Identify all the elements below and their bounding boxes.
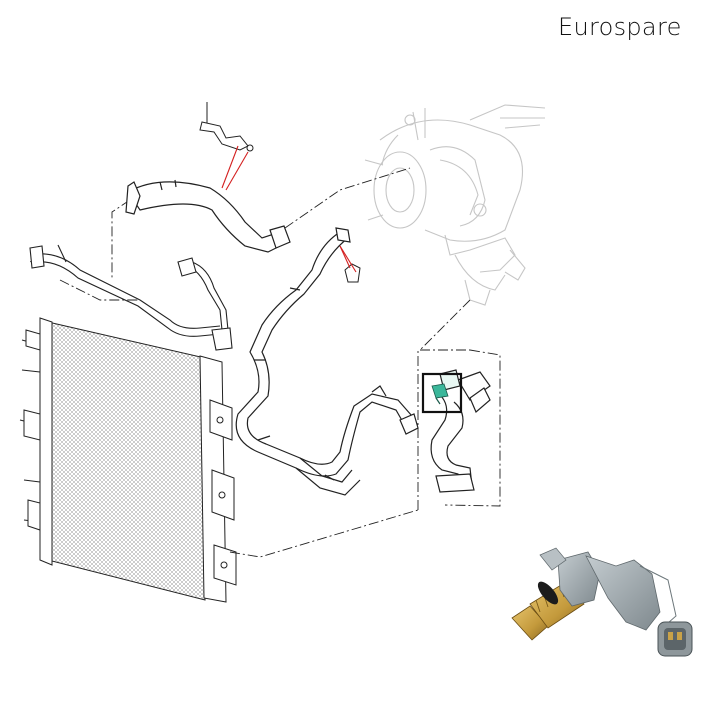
engine-block [364,104,546,306]
coolant-temperature-sensor [511,547,693,657]
callout-leaders [221,145,357,273]
upper-radiator-hose [125,179,291,253]
lower-coolant-hose [235,227,419,496]
bleed-hose [29,244,233,351]
hose-clips [199,102,361,283]
brand-logo: Eurospare [558,13,682,41]
sensor-callout-box [421,372,463,414]
radiator [19,317,237,603]
